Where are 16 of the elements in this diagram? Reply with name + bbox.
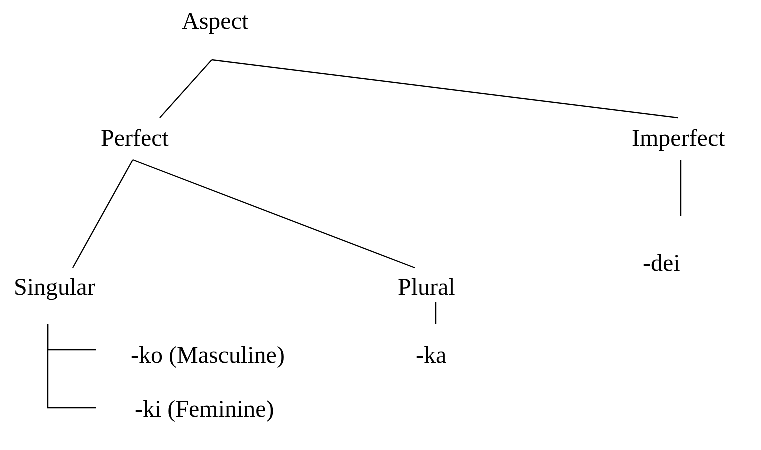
tree-line [47,324,96,409]
tree-term: Imperfect [632,127,726,151]
tree-line [212,59,678,119]
tree-term: -ki (Feminine) [135,398,274,422]
tree-line [72,160,134,268]
tree-term: -dei [643,252,680,276]
tree-term: -ka [416,344,447,368]
tree-term: Plural [398,276,456,300]
tree-line [132,159,416,269]
tree-term: Aspect [182,10,249,34]
tree-line [160,60,212,118]
tree-line [435,302,437,324]
tree-term: -ko (Masculine) [131,344,285,368]
tree-line [680,160,682,216]
tree-term: Perfect [101,127,169,151]
tree-term: Singular [14,276,96,300]
